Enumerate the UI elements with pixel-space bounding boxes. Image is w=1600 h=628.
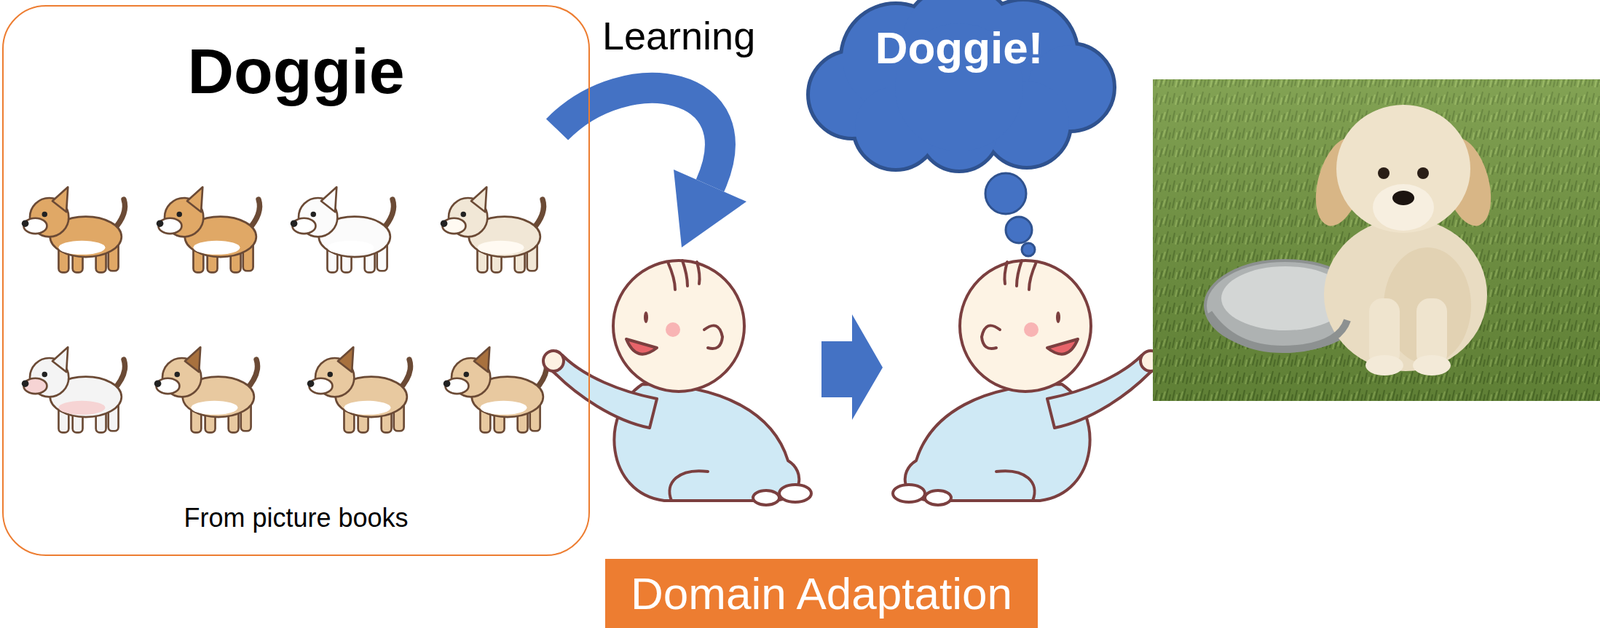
baby-figure xyxy=(543,260,812,506)
baby-figure-part xyxy=(665,322,681,338)
puppy-photo-part xyxy=(1208,313,1348,350)
learning-arrow-part xyxy=(673,169,747,248)
baby-figure-part xyxy=(996,471,1035,502)
baby-figure-part xyxy=(704,325,723,349)
puppy-photo-part xyxy=(1412,355,1451,376)
baby-figure-part xyxy=(959,260,1091,392)
learning-arrow xyxy=(557,88,747,248)
dog-drawings-part xyxy=(307,347,411,433)
baby-figure-part xyxy=(669,471,708,502)
baby-figure-part xyxy=(1047,339,1078,355)
baby-figure-part xyxy=(924,490,952,506)
dog-drawings-part xyxy=(21,347,126,433)
baby-figure-part xyxy=(753,490,780,506)
band-text: Domain Adaptation xyxy=(630,568,1013,620)
puppy-photo-part xyxy=(1392,190,1415,206)
transition-arrow xyxy=(821,314,883,421)
dog-drawings-part xyxy=(21,187,126,273)
dog-drawings-part xyxy=(154,347,258,433)
box-heading: Doggie xyxy=(3,34,589,108)
baby-figure-part xyxy=(667,260,700,290)
thought-bubbles-part xyxy=(1005,217,1032,244)
dog-drawings-part xyxy=(440,187,545,273)
puppy-photo-part xyxy=(1336,104,1471,234)
puppy-photo-part xyxy=(1417,167,1429,180)
puppy-photo xyxy=(1152,79,1600,402)
puppy-photo-part xyxy=(1377,167,1390,180)
puppy-photo-part xyxy=(1323,218,1488,372)
baby-figure-part xyxy=(643,311,649,324)
dog-drawings-part xyxy=(290,187,394,273)
thought-bubbles xyxy=(985,173,1035,257)
domain-adaptation-band: Domain Adaptation xyxy=(605,559,1038,628)
puppy-photo-part xyxy=(1152,79,1600,402)
baby-figure-part xyxy=(1055,311,1061,324)
baby-figure-part xyxy=(779,485,812,503)
dog-drawings-part xyxy=(156,187,260,273)
baby-figure-part xyxy=(1004,260,1037,290)
baby-figure-part xyxy=(626,339,657,355)
puppy-photo-part xyxy=(1372,184,1434,231)
baby-figure-part xyxy=(613,260,745,392)
cloud-text: Doggie! xyxy=(801,21,1118,74)
baby-figure-part xyxy=(543,351,564,372)
dog-drawings xyxy=(21,187,547,433)
baby-figure-part xyxy=(981,325,1000,349)
thought-bubbles-part xyxy=(985,173,1027,215)
thought-bubbles-part xyxy=(1021,243,1035,257)
box-caption: From picture books xyxy=(3,503,589,534)
baby-figure-part xyxy=(1023,322,1039,338)
dog-drawings-part xyxy=(443,347,547,433)
puppy-photo-part xyxy=(1152,79,1600,402)
picture-book-box: DoggieFrom picture books xyxy=(2,5,590,557)
baby-figure xyxy=(892,260,1161,506)
puppy-photo-part xyxy=(1365,355,1404,376)
thought-cloud: Doggie! xyxy=(801,0,1118,174)
arrow-label: Learning xyxy=(602,16,756,56)
baby-figure-part xyxy=(892,485,925,503)
learning-arrow-part xyxy=(557,88,721,186)
